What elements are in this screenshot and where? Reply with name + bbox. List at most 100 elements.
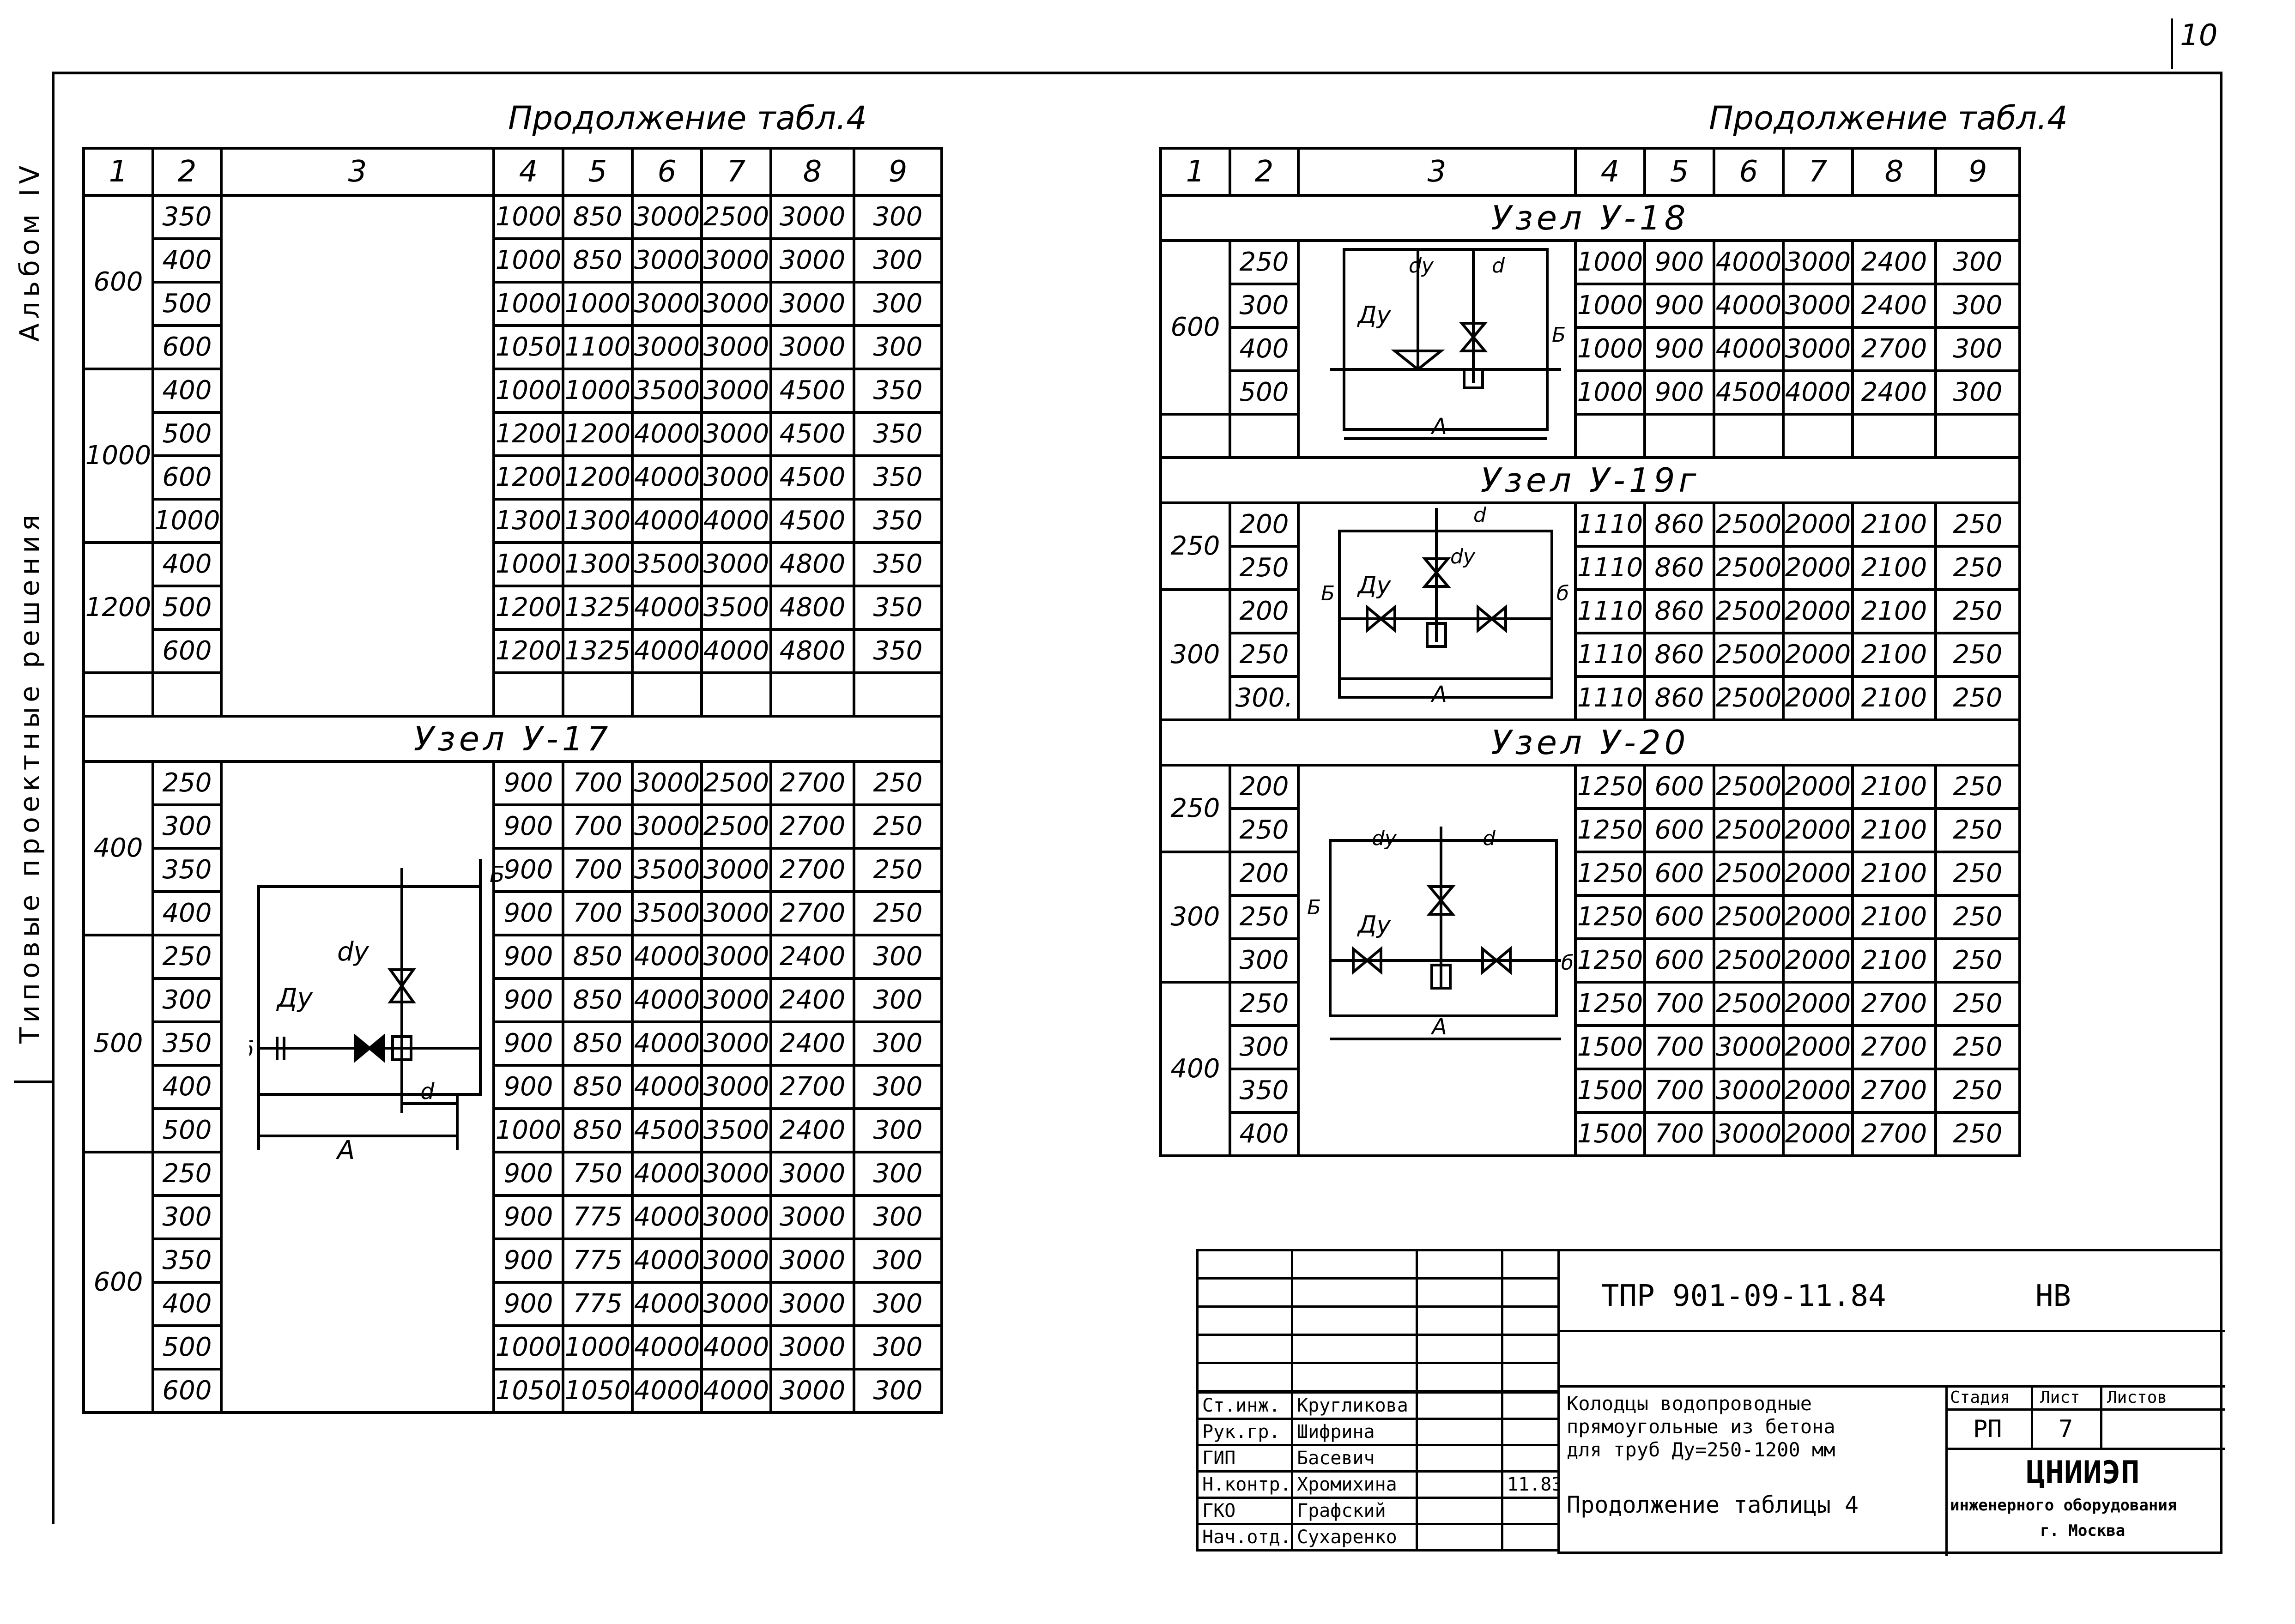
rt-2-cell: 250 — [1934, 1111, 2021, 1157]
org-city: г. Москва — [2040, 1521, 2125, 1540]
lt-cell: 300 — [853, 281, 943, 327]
lt-u17-d2: 300 — [151, 803, 223, 850]
lt-u17-cell: 4500 — [631, 1107, 703, 1153]
lt-u17-cell: 300 — [853, 1324, 943, 1370]
rt-0-cell: 900 — [1643, 239, 1715, 285]
revision-cell — [1196, 1249, 1293, 1280]
lt-blank — [769, 671, 855, 718]
lt-u17-cell: 3500 — [700, 1107, 772, 1153]
lt-u17-cell: 3000 — [631, 760, 703, 806]
lt-cell: 300 — [853, 194, 943, 240]
lt-u17-cell: 4000 — [631, 1324, 703, 1370]
rt-blank — [1643, 413, 1715, 459]
lt-d2: 600 — [151, 324, 223, 370]
lt-header-2: 2 — [151, 147, 223, 197]
lt-u17-cell: 700 — [562, 847, 634, 893]
lt-cell: 3000 — [700, 454, 772, 501]
lt-blank — [492, 671, 564, 718]
doc-suffix: НВ — [2035, 1279, 2071, 1313]
rt-2-cell: 1500 — [1574, 1068, 1646, 1114]
rt-0-cell: 4000 — [1713, 283, 1785, 329]
signature-mark — [1416, 1444, 1503, 1473]
frame-top — [52, 72, 2222, 74]
revision-cell — [1416, 1305, 1503, 1336]
lt-u17-cell: 250 — [853, 890, 943, 936]
rt-2-cell: 2100 — [1851, 764, 1937, 810]
lt-u17-cell: 4000 — [631, 1151, 703, 1197]
rt-1-d2: 250 — [1229, 632, 1300, 678]
signature-role: Ст.инж. — [1196, 1391, 1293, 1420]
lt-u17-d2: 400 — [151, 1281, 223, 1327]
doc-code: ТПР 901-09-11.84 — [1601, 1279, 1886, 1313]
rt-2-cell: 2500 — [1713, 894, 1785, 940]
rt-1-cell: 2500 — [1713, 545, 1785, 591]
lt-u17-cell: 2500 — [700, 760, 772, 806]
lt-u17-cell: 3500 — [631, 890, 703, 936]
lt-d2: 600 — [151, 628, 223, 674]
signature-name: Кругликова — [1291, 1391, 1418, 1420]
rt-2-cell: 1250 — [1574, 981, 1646, 1027]
lt-u17-cell: 3000 — [700, 1194, 772, 1240]
rt-2-d-group: 400 — [1159, 981, 1231, 1157]
diagram-u17-b: б — [249, 1037, 254, 1063]
rt-1-cell: 250 — [1934, 632, 2021, 678]
lt-cell: 4000 — [631, 628, 703, 674]
rt-2-d2: 300 — [1229, 937, 1300, 984]
signature-date — [1501, 1418, 1560, 1446]
signature-role: Нач.отд. — [1196, 1523, 1293, 1552]
rt-2-d2: 250 — [1229, 894, 1300, 940]
lt-u17-cell: 700 — [562, 760, 634, 806]
rt-2-cell: 1500 — [1574, 1024, 1646, 1070]
stage-header: Стадия — [1950, 1388, 2010, 1407]
rt-1-d2: 300. — [1229, 675, 1300, 721]
lt-cell: 3000 — [769, 194, 855, 240]
rt-blank — [1574, 413, 1646, 459]
diagram-u20-A: А — [1430, 1014, 1447, 1040]
signature-date — [1501, 1444, 1560, 1473]
rt-2-cell: 250 — [1934, 764, 2021, 810]
lt-header-1: 1 — [82, 147, 154, 197]
lt-u17-cell: 3000 — [769, 1194, 855, 1240]
rt-0-cell: 4000 — [1713, 239, 1785, 285]
revision-grid — [1196, 1249, 1560, 1392]
rt-1-cell: 250 — [1934, 501, 2021, 548]
rt-1-cell: 2100 — [1851, 501, 1937, 548]
lt-u17-cell: 3000 — [700, 934, 772, 980]
rt-0-cell: 2400 — [1851, 283, 1937, 329]
lt-cell: 1000 — [492, 368, 564, 414]
lt-u17-cell: 1000 — [492, 1107, 564, 1153]
rt-2-cell: 250 — [1934, 851, 2021, 897]
lt-blank — [151, 671, 223, 718]
rt-2-d2: 400 — [1229, 1111, 1300, 1157]
rt-0-cell: 3000 — [1782, 326, 1854, 372]
rt-0-cell: 3000 — [1782, 239, 1854, 285]
rt-2-cell: 700 — [1643, 1024, 1715, 1070]
rt-2-cell: 700 — [1643, 1111, 1715, 1157]
lt-u17-cell: 750 — [562, 1151, 634, 1197]
lt-u17-cell: 2700 — [769, 803, 855, 850]
lt-u17-cell: 775 — [562, 1238, 634, 1284]
signature-date — [1501, 1391, 1560, 1420]
diagram-u18: Ду dy d А Б — [1330, 248, 1566, 440]
rt-1-cell: 2000 — [1782, 675, 1854, 721]
lt-cell: 4000 — [631, 585, 703, 631]
lt-u17-cell: 4000 — [631, 1064, 703, 1110]
diagram-u19-B: Б — [1321, 582, 1335, 605]
lt-cell: 4000 — [631, 411, 703, 457]
rt-0-cell: 900 — [1643, 369, 1715, 416]
lt-cell: 3000 — [700, 281, 772, 327]
lt-d2: 1000 — [151, 498, 223, 544]
lt-cell: 3000 — [700, 368, 772, 414]
